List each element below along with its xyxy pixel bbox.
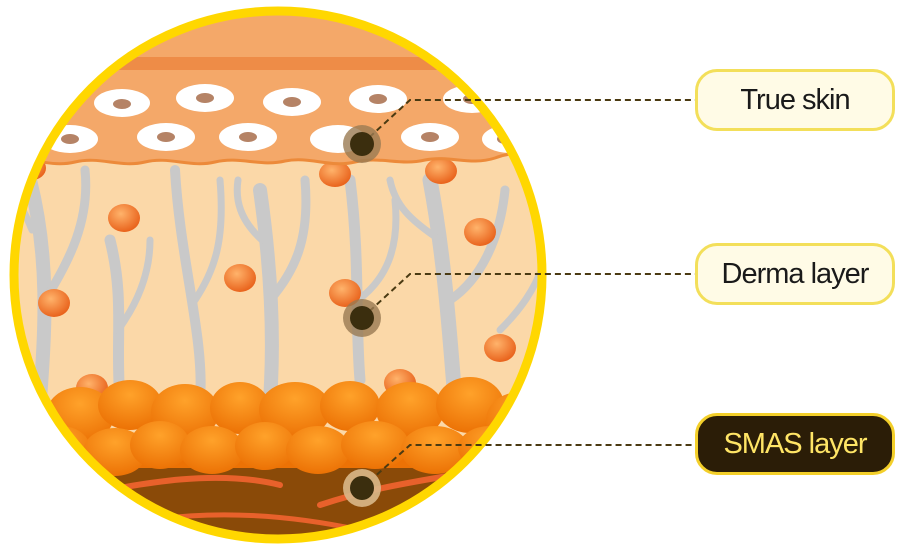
derma-layer-label: Derma layer [695, 243, 895, 305]
leader-lines [361, 99, 695, 489]
true-skin-label: True skin [695, 69, 895, 131]
circle-frame [9, 6, 547, 544]
smas-fat-layer [16, 377, 540, 537]
marker-smas [343, 469, 381, 507]
leader-line-derma [361, 273, 695, 319]
marker-true-skin [343, 125, 381, 163]
marker-derma [343, 299, 381, 337]
leader-line-smas [361, 444, 695, 489]
smas-layer-label: SMAS layer [695, 413, 895, 475]
leader-line-true-skin [361, 99, 695, 145]
dermis-cells [18, 156, 516, 402]
